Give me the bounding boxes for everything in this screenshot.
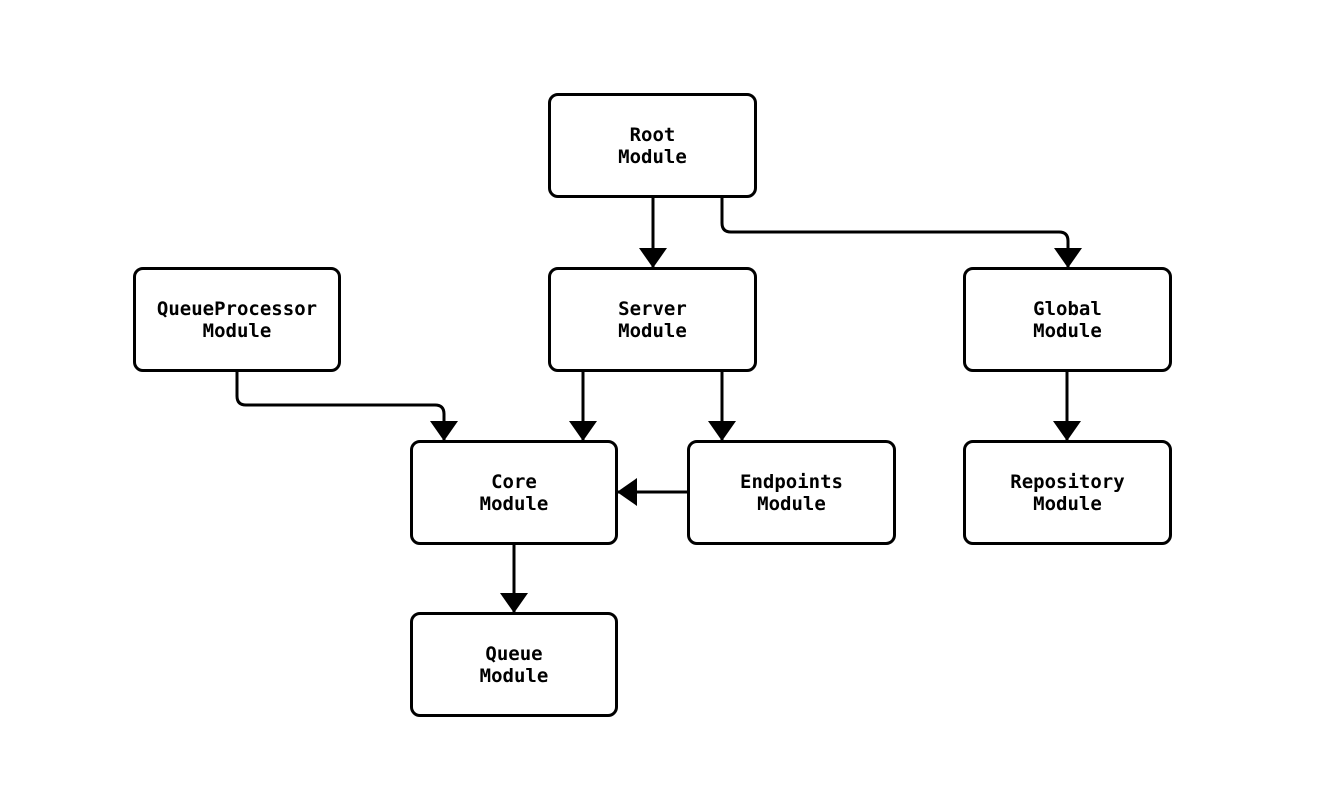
node-label-queue-module: Queue Module [479, 642, 549, 687]
edge-root-module-to-global-module [720, 198, 1082, 268]
node-endpoints-module: Endpoints Module [687, 440, 896, 545]
node-label-server-module: Server Module [618, 297, 687, 342]
node-global-module: Global Module [963, 267, 1172, 372]
node-server-module: Server Module [548, 267, 757, 372]
node-queue-module: Queue Module [410, 612, 618, 717]
node-label-endpoints-module: Endpoints Module [740, 470, 843, 515]
node-core-module: Core Module [410, 440, 618, 545]
node-label-core-module: Core Module [479, 470, 549, 515]
node-queueprocessor-module: QueueProcessor Module [133, 267, 341, 372]
node-root-module: Root Module [548, 93, 757, 198]
edge-queueprocessor-module-to-core-module [235, 372, 458, 441]
node-label-global-module: Global Module [1033, 297, 1102, 342]
node-label-root-module: Root Module [618, 123, 687, 168]
node-label-queueprocessor-module: QueueProcessor Module [156, 297, 318, 342]
node-repository-module: Repository Module [963, 440, 1172, 545]
node-label-repository-module: Repository Module [1010, 470, 1125, 515]
